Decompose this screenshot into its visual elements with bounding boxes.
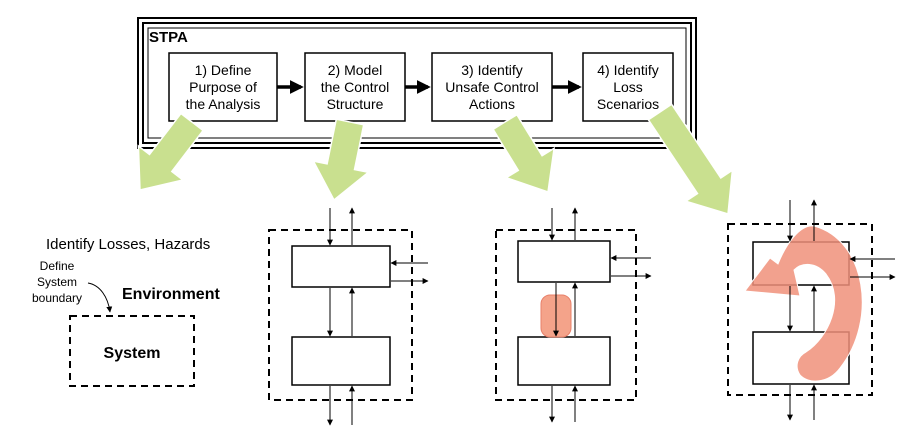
control-structure-3	[495, 207, 652, 423]
cs4-boundary	[727, 223, 873, 396]
step-box-1: 1) Define Purpose of the Analysis	[168, 52, 278, 122]
step1-detail: Identify Losses, Hazards Define System b…	[32, 236, 220, 387]
system-boundary-box	[69, 315, 195, 387]
step-4-line1: 4) Identify	[597, 62, 658, 78]
cs2-process-box	[291, 336, 391, 386]
cs2-boundary	[268, 229, 413, 401]
cs3-process-box	[517, 336, 611, 386]
cs2-controller-box	[291, 245, 391, 288]
cs3-boundary	[495, 229, 637, 401]
system-label: System	[104, 345, 161, 362]
step-3-line1: 3) Identify	[461, 62, 522, 78]
boundary-note-line3: boundary	[32, 291, 82, 305]
losses-hazards-heading: Identify Losses, Hazards	[46, 236, 210, 253]
boundary-note-line2: System	[37, 275, 77, 289]
control-structure-4	[727, 199, 896, 421]
environment-label: Environment	[122, 286, 220, 303]
step-3-line2: Unsafe Control	[445, 79, 538, 95]
green-arrow-step1-icon	[137, 112, 205, 191]
cs3-controller-box	[517, 240, 611, 283]
boundary-pointer-arrow	[87, 282, 113, 313]
step-2-line1: 2) Model	[328, 62, 382, 78]
green-arrow-step2-icon	[311, 118, 371, 202]
step-4-line3: Scenarios	[597, 96, 659, 112]
step-2-line2: the Control	[321, 79, 389, 95]
step-1-line1: 1) Define	[195, 62, 252, 78]
step-1-line3: the Analysis	[186, 96, 261, 112]
step-box-2: 2) Model the Control Structure	[304, 52, 406, 122]
stpa-title: STPA	[149, 29, 188, 46]
feedback-loop-arrow-icon	[744, 225, 863, 382]
step-3-line3: Actions	[469, 96, 515, 112]
step-box-3: 3) Identify Unsafe Control Actions	[431, 52, 553, 122]
green-arrow-step3-icon	[492, 113, 556, 194]
step-box-4: 4) Identify Loss Scenarios	[582, 52, 674, 122]
control-structure-2	[268, 207, 429, 426]
step-1-line2: Purpose of	[189, 79, 257, 95]
boundary-note-line1: Define	[40, 259, 75, 273]
green-arrow-step4-icon	[647, 103, 734, 215]
step-2-line3: Structure	[327, 96, 384, 112]
step-4-line2: Loss	[613, 79, 643, 95]
